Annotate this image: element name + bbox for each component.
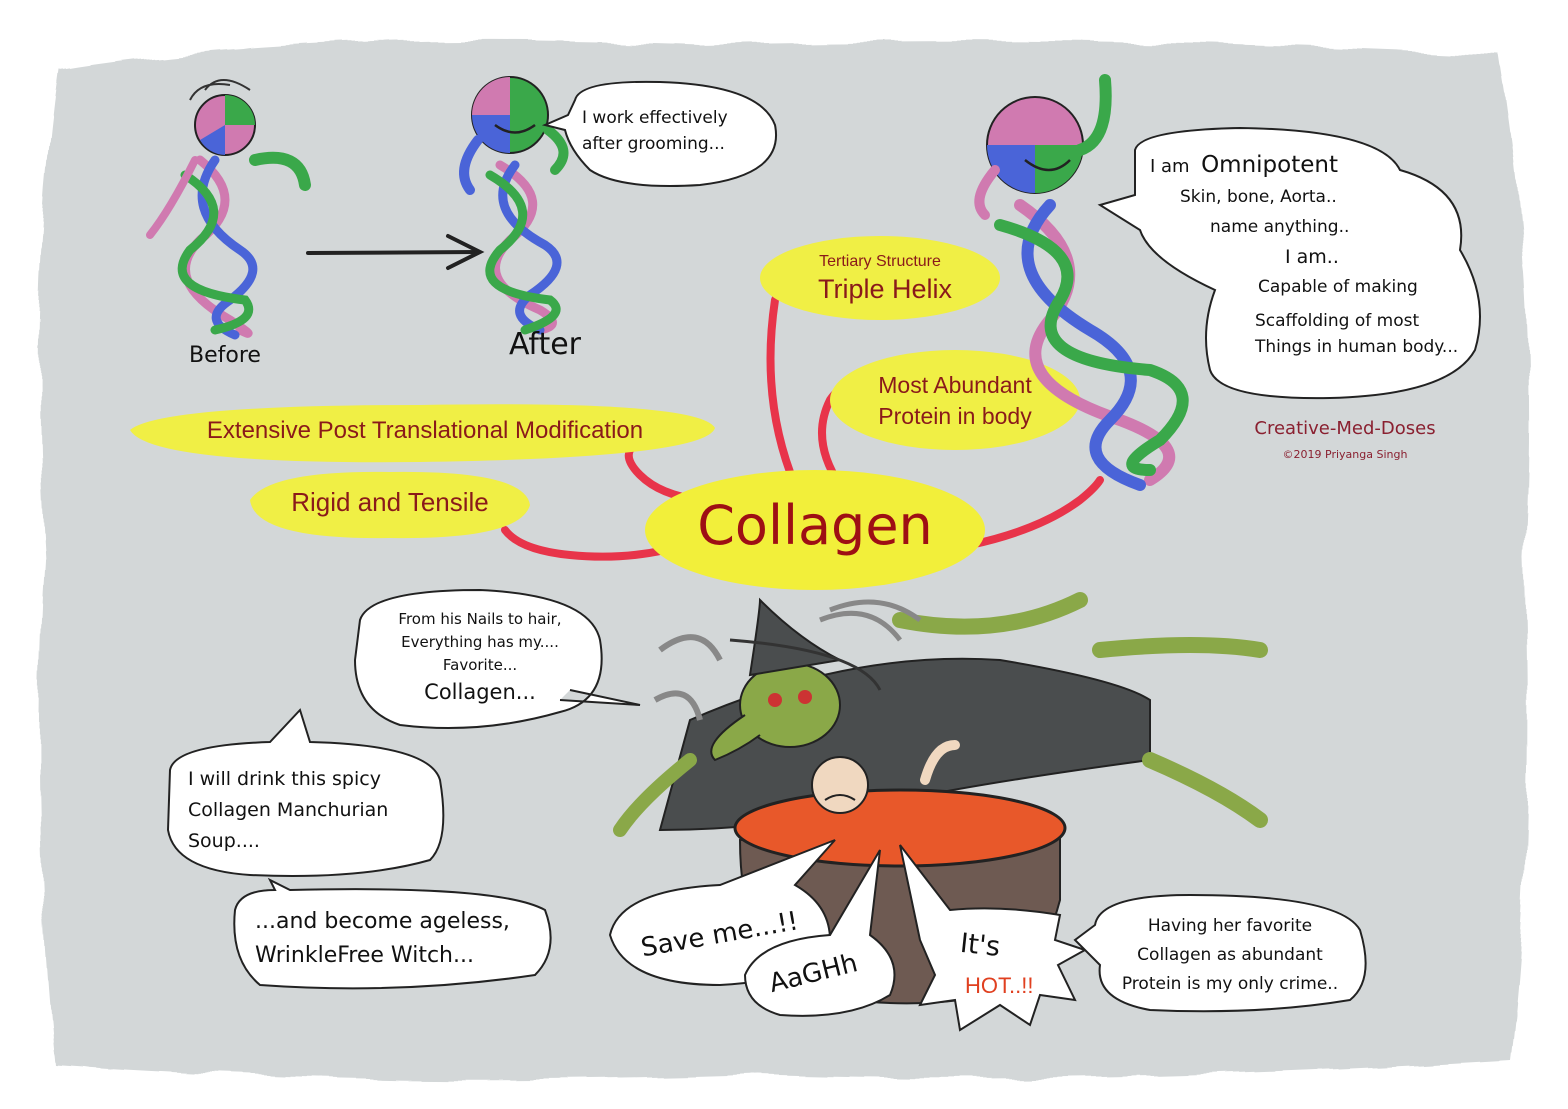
- hot-text: HOT..!!: [965, 973, 1034, 998]
- omnipotent-bubble-text: I am Omnipotent Skin, bone, Aorta.. name…: [1150, 152, 1459, 357]
- crime-bubble-text: Having her favorite Collagen as abundant…: [1121, 916, 1339, 994]
- brand-credit: Creative-Med-Doses: [1254, 418, 1436, 439]
- abundant-text: Most Abundant Protein in body: [878, 372, 1032, 429]
- omnipotent-figure: [974, 74, 1189, 491]
- ageless-bubble-text: ...and become ageless, WrinkleFree Witch…: [255, 909, 510, 968]
- rigid-blob: [250, 471, 530, 539]
- rigid-text: Rigid and Tensile: [291, 487, 489, 517]
- before-figure: [146, 79, 311, 340]
- crime-bubble-shape: [1073, 893, 1367, 1013]
- aaghh-bubble-shape: [743, 849, 896, 1017]
- before-after-arrow: [306, 234, 485, 270]
- nails-bubble-text: From his Nails to hair, Everything has m…: [398, 610, 562, 704]
- triple-helix-title-text: Triple Helix: [817, 274, 953, 304]
- grooming-bubble-shape: [541, 80, 778, 187]
- after-label: After: [508, 327, 582, 362]
- collagen-center-label: Collagen: [697, 494, 933, 557]
- abundant-blob: [830, 350, 1080, 450]
- ageless-bubble-shape: [233, 877, 552, 990]
- drink-bubble-text: I will drink this spicy Collagen Manchur…: [188, 768, 389, 852]
- collagen-center-ellipse: [645, 470, 985, 590]
- witch-figure: [613, 592, 1268, 837]
- drink-bubble-shape: [166, 708, 445, 877]
- copyright-credit: ©2019 Priyanga Singh: [1282, 448, 1408, 461]
- omnipotent-bubble-shape: [1097, 126, 1481, 400]
- nails-bubble-shape: [353, 588, 641, 730]
- tertiary-caption: Tertiary Structure: [819, 253, 941, 270]
- hot-bubble-shape: [899, 844, 1088, 1032]
- after-figure: [459, 76, 569, 335]
- grooming-bubble-text: I work effectively after grooming...: [582, 108, 728, 154]
- triple-helix-blob: [760, 236, 1000, 320]
- before-label: Before: [189, 343, 261, 368]
- modification-text: Extensive Post Translational Modificatio…: [206, 417, 644, 444]
- modification-blob: [130, 404, 715, 463]
